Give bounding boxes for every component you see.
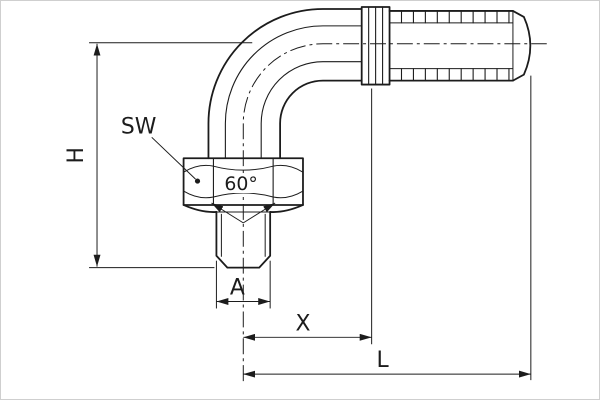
centerlines <box>242 43 547 382</box>
x-label: X <box>295 311 310 336</box>
a-label: A <box>230 276 245 301</box>
elbow-inner-wall <box>279 79 363 160</box>
nose-shoulder-right <box>269 204 304 213</box>
sw-leader-dot <box>194 178 201 184</box>
elbow-bore-line-outer <box>224 25 363 159</box>
dimension-l: L <box>243 75 532 381</box>
h-label: H <box>64 147 89 163</box>
fitting-body <box>207 8 363 160</box>
dimension-a: A <box>215 260 271 309</box>
thread-root-lines <box>220 213 266 257</box>
angle-callout: 60° <box>211 173 276 224</box>
sw-callout: SW <box>121 114 201 184</box>
crimp-collar <box>360 6 391 86</box>
hex-nut-outline <box>182 157 304 206</box>
centerline <box>242 43 547 382</box>
sw-label: SW <box>121 114 157 139</box>
shank-tip <box>512 10 532 82</box>
thread-profile <box>215 211 272 269</box>
serration-teeth-bottom <box>400 68 510 82</box>
dimension-x: X <box>243 88 373 345</box>
nose-shoulder-left <box>182 204 218 213</box>
cone-angle-line-left <box>211 202 244 224</box>
dimension-h: H <box>64 42 253 269</box>
elbow-outer-wall <box>207 8 363 160</box>
sw-leader-line <box>151 136 196 180</box>
crimp-collar-ridges <box>368 6 384 86</box>
angle-label: 60° <box>224 173 257 195</box>
l-label: L <box>376 348 389 373</box>
cone-angle-line-right <box>243 202 276 224</box>
shank-outer-lines <box>388 10 514 82</box>
hose-shank <box>360 6 532 86</box>
angle-label-backplate <box>222 173 263 194</box>
serration-root-lines <box>389 22 513 70</box>
serration-teeth-top <box>400 10 510 24</box>
elbow-bore-line-inner <box>260 61 363 159</box>
